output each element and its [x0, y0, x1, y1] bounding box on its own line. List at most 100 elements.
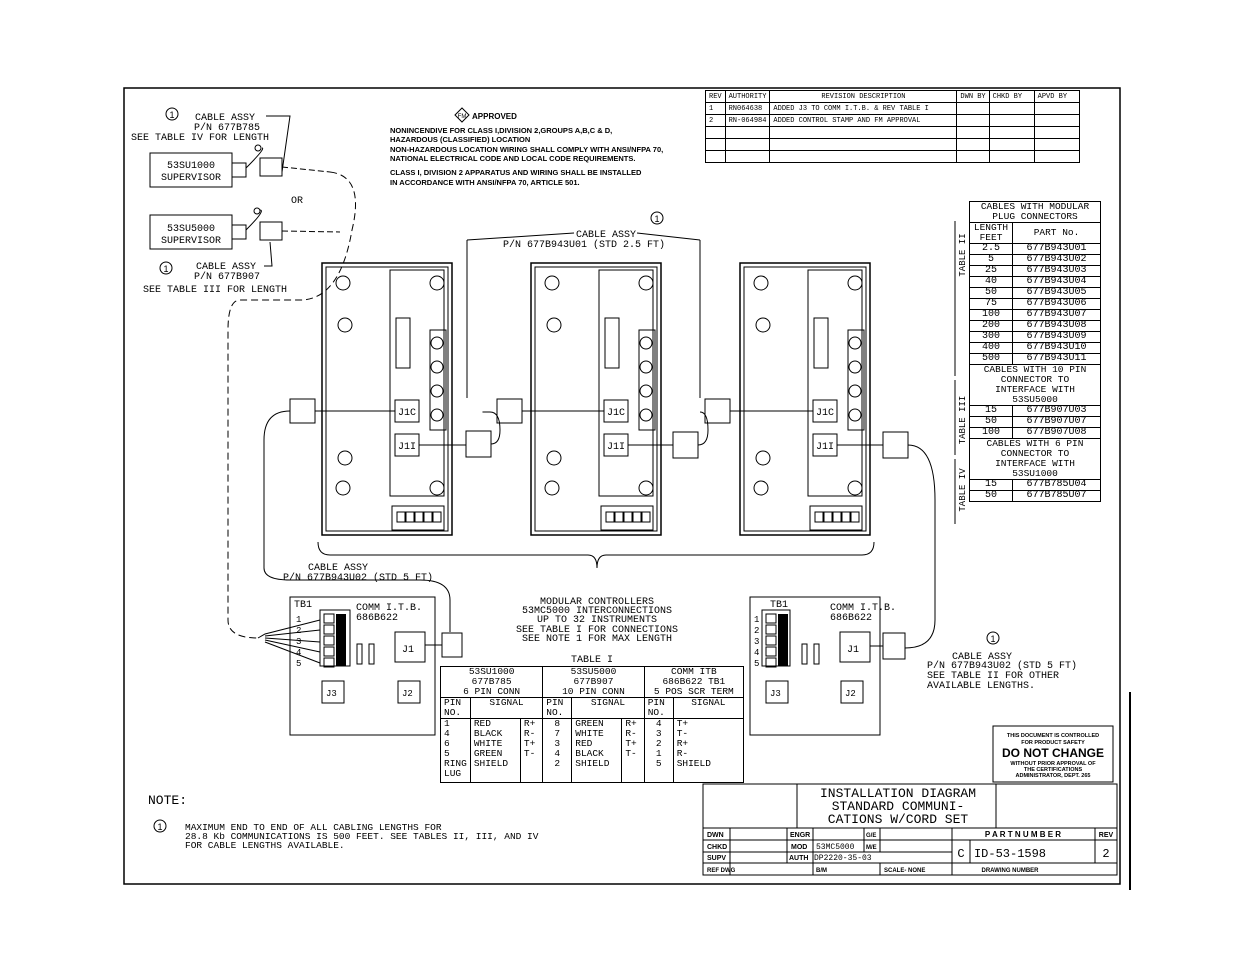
cable-icon — [245, 147, 264, 169]
svg-text:COMM I.T.B.: COMM I.T.B. — [830, 603, 896, 614]
rev-cell — [1033, 114, 1080, 127]
leader-line — [636, 232, 701, 241]
table3-title: CABLES WITH 10 PIN CONNECTOR TO INTERFAC… — [969, 364, 1101, 406]
rev-label: REV — [1099, 832, 1114, 839]
svg-text:53MC5000 INTERCONNECTIONS: 53MC5000 INTERCONNECTIONS — [522, 606, 672, 617]
table1-header: PIN NO. — [440, 697, 471, 719]
rev-cell — [1033, 102, 1080, 115]
connector-icon — [259, 221, 283, 241]
table1-header: PIN NO. — [542, 697, 573, 719]
supervisor-name: 53SU5000 — [167, 224, 215, 235]
cable-line — [281, 166, 331, 173]
cable-length-tables: CABLES WITH MODULAR PLUG CONNECTORS LENG… — [969, 201, 1101, 502]
title-field: SCALE- NONE — [884, 868, 925, 874]
svg-text:UP TO 32 INSTRUMENTS: UP TO 32 INSTRUMENTS — [537, 615, 657, 626]
svg-text:J1: J1 — [402, 645, 414, 656]
db-connector-icon — [604, 317, 620, 369]
table1-cell: 8 7 3 4 2 — [542, 718, 573, 783]
svg-text:SEE TABLE I FOR CONNECTIONS: SEE TABLE I FOR CONNECTIONS — [516, 625, 678, 636]
table1-cell: GREEN WHITE RED BLACK SHIELD — [571, 718, 623, 783]
rev-header: CHKD BY — [988, 90, 1035, 103]
svg-text:ADMINISTRATOR, DEPT. 265: ADMINISTRATOR, DEPT. 265 — [1016, 773, 1091, 779]
cable-label-line: SEE TABLE III FOR LENGTH — [143, 285, 287, 296]
svg-text:J2: J2 — [402, 689, 413, 699]
jack-label: J1C — [398, 408, 416, 419]
svg-text:3: 3 — [296, 637, 301, 647]
comm-itb-right: TB1 COMM I.T.B. 686B622 1 2 3 4 5 J1 J3 … — [749, 596, 906, 736]
supervisor-label: SUPERVISOR — [161, 173, 221, 184]
svg-text:5: 5 — [754, 659, 759, 669]
drawing-border — [123, 87, 1121, 885]
screw-icon — [638, 275, 654, 291]
table2-title: CABLES WITH MODULAR PLUG CONNECTORS — [969, 201, 1101, 223]
table2-col-part: PART No. — [1012, 222, 1101, 244]
screw-icon — [753, 275, 769, 291]
cable-assy-677b785-label: 1 CABLE ASSY P/N 677B785 SEE TABLE IV FO… — [131, 107, 269, 144]
jack-label: J1C — [607, 408, 625, 419]
svg-text:686B622: 686B622 — [356, 613, 398, 624]
rev-header: DWN BY — [956, 90, 990, 103]
table3-side-label: TABLE III — [958, 396, 968, 445]
table1-cell: T+ T- R+ R- SHIELD — [672, 718, 745, 783]
svg-text:4: 4 — [296, 648, 301, 658]
table4-title: CABLES WITH 6 PIN CONNECTOR TO INTERFACE… — [969, 438, 1101, 480]
table1-cell: R+ R- T+ T- — [519, 718, 544, 783]
screw-icon — [337, 317, 353, 333]
rev-cell: ADDED CONTROL STAMP AND FM APPROVAL — [769, 114, 958, 127]
svg-text:J3: J3 — [770, 689, 781, 699]
title-field: SUPV — [707, 855, 726, 862]
approval-line: NONINCENDIVE FOR CLASS I,DIVISION 2,GROU… — [390, 126, 612, 135]
rev-header: REV — [705, 90, 726, 103]
svg-text:J1: J1 — [847, 645, 859, 656]
drawing-title: CATIONS W/CORD SET — [828, 812, 969, 827]
comm-itb-left: TB1 COMM I.T.B. 686B622 1 2 3 4 5 J1 J3 … — [257, 596, 463, 736]
fm-approval-block: FM APPROVED NONINCENDIVE FOR CLASS I,DIV… — [390, 107, 663, 187]
table1-header: PIN NO. — [643, 697, 674, 719]
table1-cell: 4 3 2 1 5 — [643, 718, 674, 783]
table2-side-label: TABLE II — [958, 233, 968, 276]
table1-cell: RED BLACK WHITE GREEN SHIELD — [469, 718, 521, 783]
controller-3: J1C J1I — [739, 262, 871, 536]
screw-icon — [429, 275, 445, 291]
rev-header: APVD BY — [1033, 90, 1080, 103]
cable-line — [281, 230, 341, 233]
note-marker-text: 1 — [157, 822, 162, 832]
approval-line: CLASS I, DIVISION 2 APPARATUS AND WIRING… — [390, 168, 642, 177]
svg-text:1: 1 — [754, 615, 759, 625]
note-marker-text: 1 — [163, 264, 168, 274]
cable-label-line: CABLE ASSY — [195, 113, 255, 124]
title-field: ENGR — [790, 832, 810, 839]
terminal-strip — [809, 505, 863, 531]
title-field: CHKD — [707, 844, 727, 851]
table4-side-label: TABLE IV — [958, 468, 968, 512]
cable-label-line: CABLE ASSY — [308, 563, 368, 574]
drawing-title: STANDARD COMMUNI- — [832, 799, 965, 814]
svg-text:WITHOUT PRIOR APPROVAL OF: WITHOUT PRIOR APPROVAL OF — [1010, 761, 1096, 767]
note-marker-text: 1 — [990, 634, 995, 644]
revision-number: 2 — [1102, 847, 1109, 861]
screw-icon — [847, 275, 863, 291]
approval-line: HAZARDOUS (CLASSIFIED) LOCATION — [390, 135, 530, 144]
db-connector-icon — [813, 317, 829, 369]
note-heading: NOTE: — [148, 793, 187, 808]
drawing-number-label: DRAWING NUMBER — [982, 868, 1040, 874]
rev-header: AUTHORITY — [724, 90, 771, 103]
rev-cell — [956, 102, 990, 115]
title-field: G/E — [866, 833, 876, 839]
svg-text:SEE NOTE 1 FOR MAX LENGTH: SEE NOTE 1 FOR MAX LENGTH — [522, 634, 672, 645]
jack-label: J1I — [816, 442, 834, 453]
screw-icon — [544, 480, 560, 496]
cable-label-line: P/N 677B907 — [194, 271, 260, 283]
